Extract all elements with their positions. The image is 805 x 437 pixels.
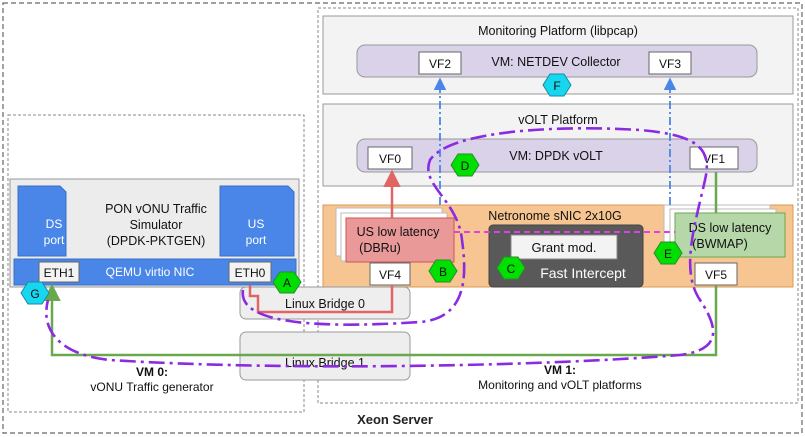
- collector-label: VM: NETDEV Collector: [491, 55, 620, 69]
- simulator-label-1: PON vONU Traffic: [105, 202, 207, 216]
- vm1-subtitle: Monitoring and vOLT platforms: [478, 378, 642, 392]
- us-port-label-1: US: [248, 217, 265, 231]
- grant-module: [510, 234, 618, 260]
- svg-text:F: F: [553, 79, 560, 93]
- us-port-label-2: port: [246, 233, 267, 247]
- marker-c: C: [496, 256, 526, 280]
- volt-vm-label: VM: DPDK vOLT: [509, 149, 603, 163]
- marker-b: B: [428, 259, 458, 283]
- vm1-border: [317, 7, 799, 404]
- qemu-nic-label: QEMU virtio NIC: [106, 265, 195, 279]
- svg-text:G: G: [30, 287, 39, 301]
- us-port-block: [219, 185, 295, 257]
- vf1-label: VF1: [703, 152, 725, 166]
- vf4-port[interactable]: [369, 262, 411, 286]
- vf3-label: VF3: [659, 57, 681, 71]
- vf0-port[interactable]: [367, 146, 413, 170]
- svg-text:E: E: [664, 247, 672, 261]
- us-latency-label-2: (DBRu): [359, 241, 401, 255]
- vm1-title: VM 1:: [544, 363, 576, 377]
- vf3-port[interactable]: [648, 51, 692, 75]
- bridge0-label: Linux Bridge 0: [285, 297, 365, 311]
- us-latency-label-1: US low latency: [357, 225, 440, 239]
- marker-a: A: [272, 271, 302, 294]
- eth0-port[interactable]: [228, 261, 272, 283]
- ds-port-block: [17, 185, 67, 257]
- vm0-title: VM 0:: [136, 365, 168, 379]
- eth0-label: ETH0: [235, 266, 266, 280]
- ds-port-label-2: port: [44, 233, 65, 247]
- server-title: Xeon Server: [357, 412, 433, 427]
- ds-port-label-1: DS: [46, 217, 63, 231]
- marker-g: G: [20, 281, 50, 305]
- bridge1-label: Linux Bridge 1: [285, 356, 365, 370]
- svg-text:A: A: [283, 276, 291, 290]
- upstream-bridge-link: [248, 285, 394, 314]
- vm0-subtitle: vONU Traffic generator: [90, 380, 213, 394]
- marker-d: D: [450, 153, 480, 177]
- fast-intercept-label: Fast Intercept: [540, 265, 626, 281]
- snic-title: Netronome sNIC 2x10G: [488, 209, 621, 223]
- vf4-label: VF4: [379, 268, 401, 282]
- eth1-label: ETH1: [44, 266, 75, 280]
- monitoring-title: Monitoring Platform (libpcap): [478, 24, 638, 38]
- volt-title: vOLT Platform: [518, 113, 597, 127]
- eth1-port[interactable]: [38, 261, 80, 283]
- vf0-label: VF0: [379, 152, 401, 166]
- marker-e: E: [653, 241, 683, 265]
- svg-text:C: C: [507, 262, 516, 276]
- ds-latency-label-2: (BWMAP): [692, 237, 748, 251]
- vf2-label: VF2: [429, 57, 451, 71]
- simulator-label-2: Simulator: [130, 218, 183, 232]
- ds-latency-label-1: DS low latency: [689, 221, 772, 235]
- us-latency-module: [345, 217, 455, 263]
- simulator-label-3: (DPDK-PKTGEN): [107, 234, 206, 248]
- downstream-to-eth1-link: [43, 283, 718, 357]
- grant-label: Grant mod.: [531, 240, 596, 255]
- svg-text:D: D: [461, 159, 470, 173]
- vm0-border: [7, 114, 305, 413]
- measurement-loop-path: [45, 127, 715, 368]
- vf5-label: VF5: [705, 268, 727, 282]
- vf2-port[interactable]: [418, 51, 462, 75]
- svg-text:B: B: [439, 265, 447, 279]
- marker-f: F: [542, 73, 572, 97]
